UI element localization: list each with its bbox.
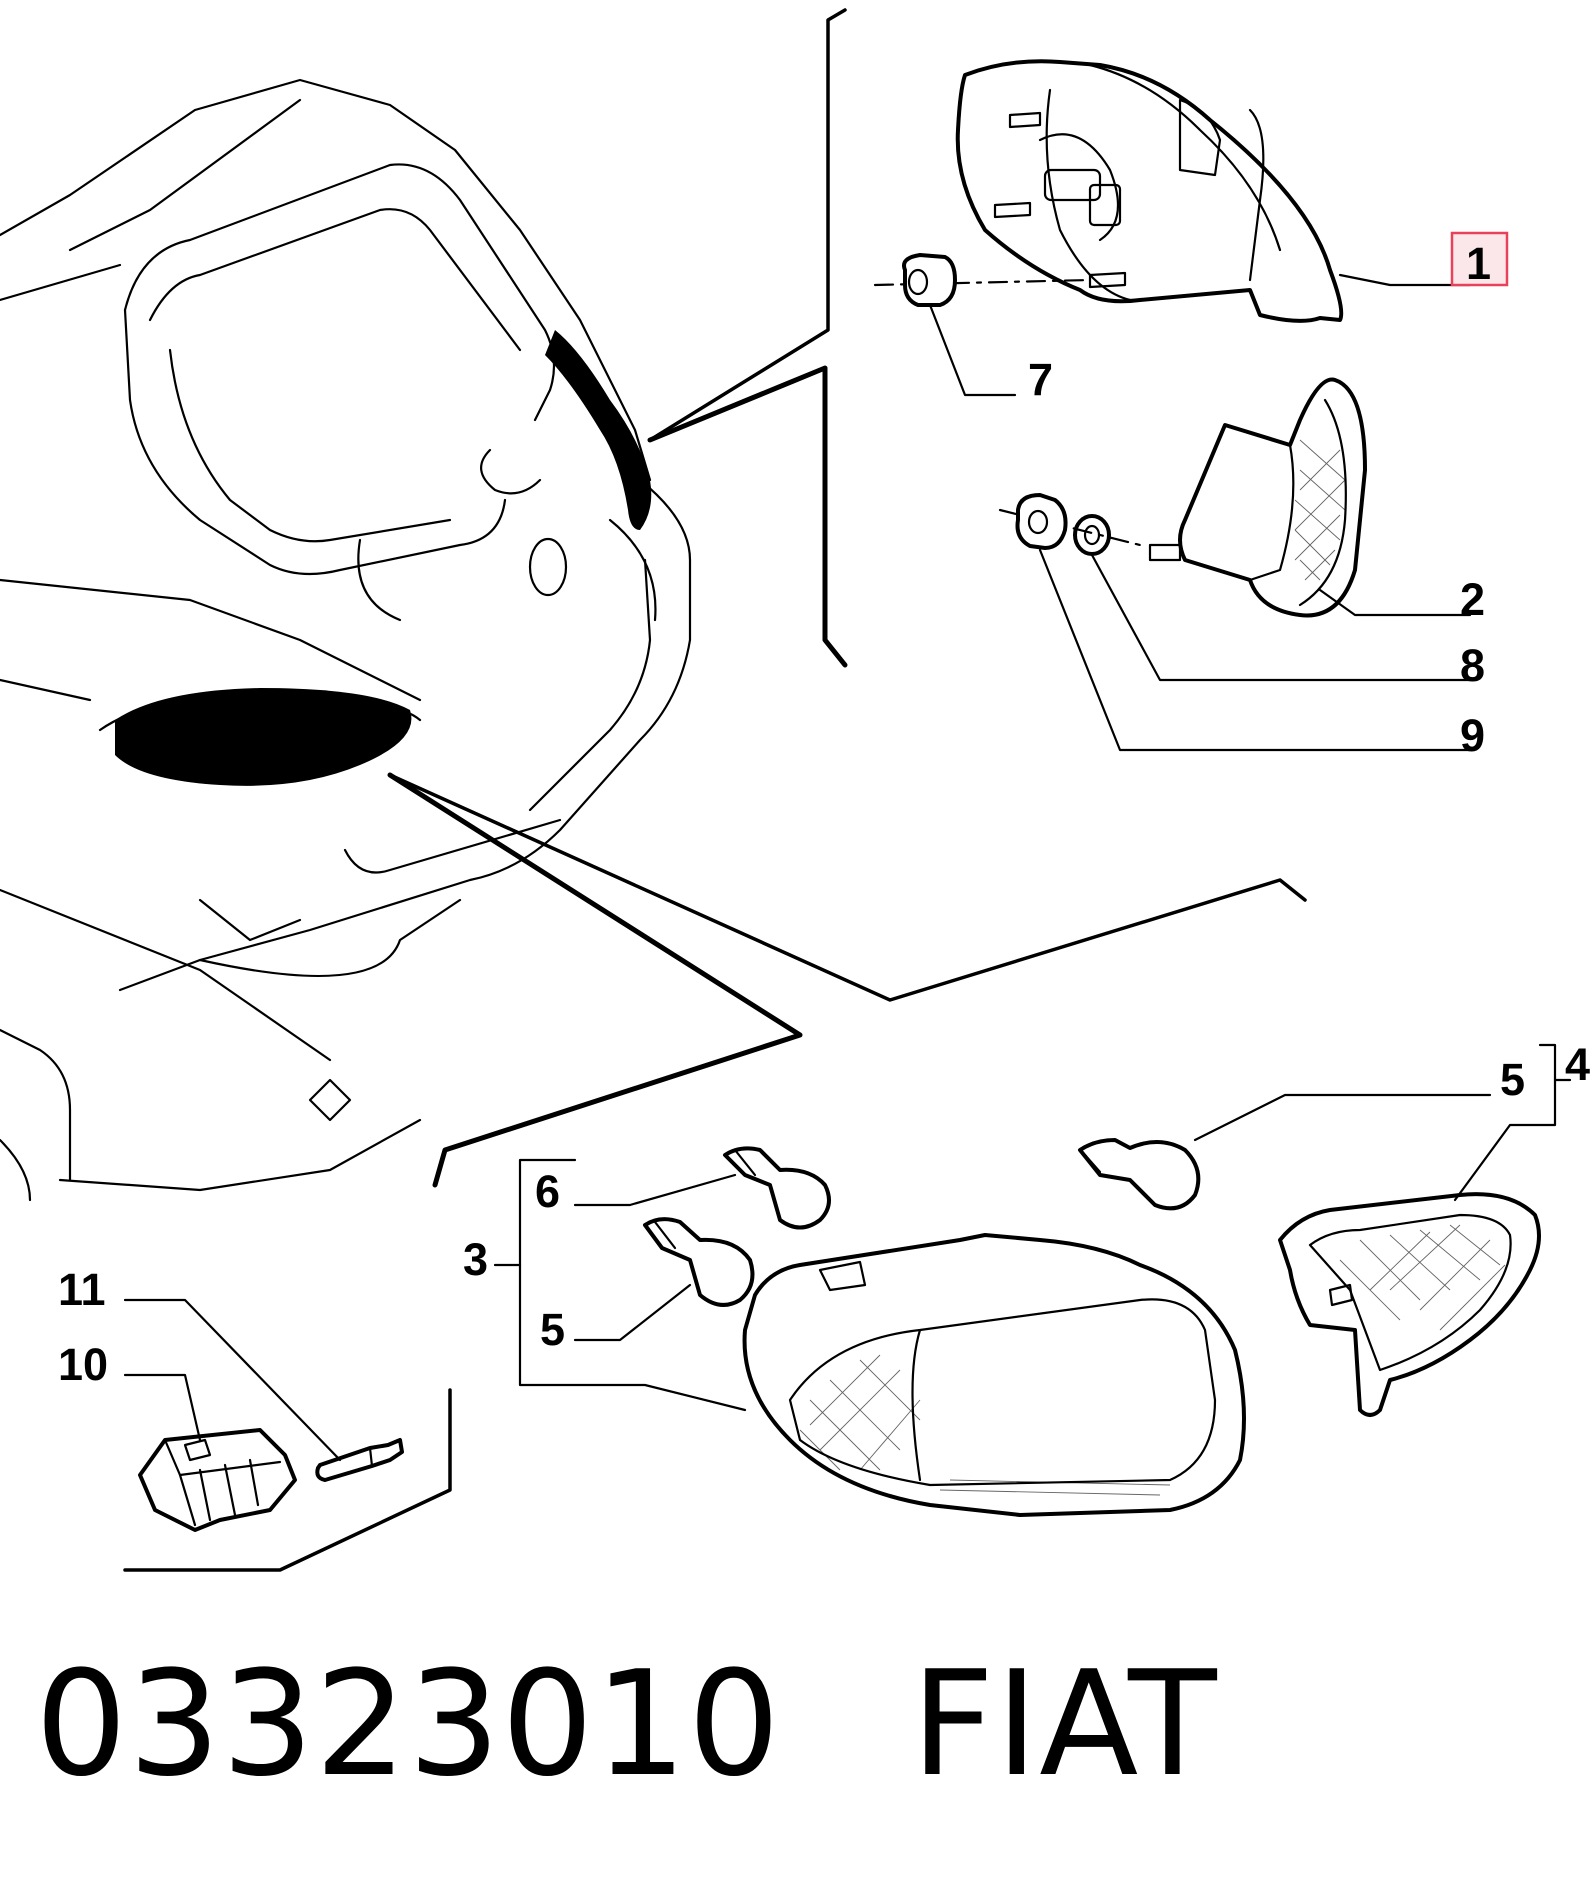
part-3-bumper-lamp [742, 1233, 1246, 1517]
callout-4[interactable]: 4 [1565, 1039, 1590, 1090]
part-4-corner-lamp [1278, 1192, 1541, 1417]
callout-5-bumper[interactable]: 5 [540, 1304, 565, 1355]
callout-5-corner[interactable]: 5 [1500, 1054, 1525, 1105]
brand-name: FIAT [911, 1640, 1218, 1809]
callout-9[interactable]: 9 [1460, 710, 1485, 761]
callout-6[interactable]: 6 [535, 1166, 560, 1217]
callout-1[interactable]: 1 [1466, 238, 1491, 289]
part-10-connector [138, 1428, 297, 1532]
part-11-terminal [315, 1438, 404, 1482]
part-9-nut [998, 493, 1142, 550]
part-7-nut [873, 253, 1092, 307]
callout-leaders [123, 273, 1572, 1462]
callout-1-highlight [1450, 231, 1509, 287]
part-5-bulb-b [1078, 1138, 1201, 1211]
part-5-bulb-a [643, 1217, 755, 1307]
callout-8[interactable]: 8 [1460, 640, 1485, 691]
tail-lamp-location-marker [545, 330, 652, 530]
callout-11[interactable]: 11 [58, 1264, 106, 1315]
group-leader-lines [123, 8, 1307, 1572]
bumper-lamp-location-marker [115, 688, 412, 786]
part-8-washer [1073, 514, 1111, 556]
callout-3[interactable]: 3 [463, 1234, 488, 1285]
callout-2[interactable]: 2 [1460, 574, 1485, 625]
part-2-side-lamp [1148, 377, 1367, 618]
part-number: 03323010 [35, 1640, 782, 1809]
part-6-bulb [723, 1146, 831, 1230]
part-1-tail-lamp [955, 59, 1344, 323]
stud-bolts [993, 111, 1127, 289]
car-body-outline [0, 78, 692, 1202]
callout-7[interactable]: 7 [1028, 354, 1053, 405]
callout-10[interactable]: 10 [58, 1339, 108, 1390]
part-caption: 03323010 FIAT [35, 1640, 1218, 1809]
